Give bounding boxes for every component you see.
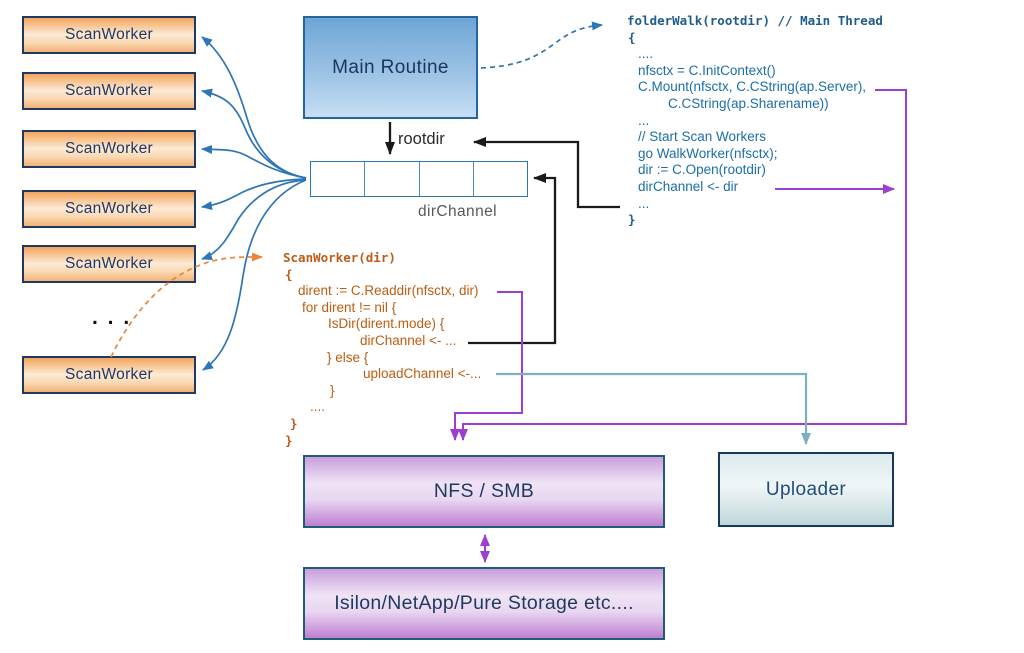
uploader-box: Uploader: [718, 452, 894, 527]
arrow-readdir-to-nfs: [450, 291, 523, 441]
arrow-cmount-to-nfs: [458, 89, 907, 441]
nfs-smb-label: NFS / SMB: [433, 480, 535, 502]
code-line: ....: [310, 399, 326, 415]
main-routine-label: Main Routine: [332, 56, 449, 78]
code-line: for dirent != nil {: [302, 299, 397, 315]
scanworker-label: ScanWorker: [65, 140, 153, 157]
code-line: ...: [638, 195, 650, 211]
dirchannel-queue: [310, 161, 528, 197]
arrow-dirchannel-to-worker4: [201, 178, 307, 210]
scanworker-box-2: ScanWorker: [22, 72, 196, 110]
arrow-dirchannel-to-worker6: [202, 179, 307, 371]
scanworker-box-3: ScanWorker: [22, 130, 196, 168]
code-line: uploadChannel <-...: [363, 366, 482, 382]
arrow-scanworker-to-dirchannel: [468, 173, 557, 345]
code-line: }: [330, 382, 335, 398]
scanworker-box-5: ScanWorker: [22, 245, 196, 283]
arrow-mainroutine-to-folderwalk: [480, 21, 603, 69]
code-line: {: [628, 29, 636, 45]
main-routine-box: Main Routine: [303, 16, 478, 119]
uploader-label: Uploader: [765, 478, 847, 500]
code-line: ....: [638, 46, 654, 62]
storage-label: Isilon/NetApp/Pure Storage etc....: [334, 592, 634, 614]
scanworker-label: ScanWorker: [65, 366, 153, 383]
dirchannel-slot: [420, 162, 474, 196]
code-line: ScanWorker(dir): [283, 250, 396, 265]
code-line: {: [285, 266, 293, 282]
code-line: dirent := C.Readdir(nfsctx, dir): [298, 283, 479, 299]
dirchannel-label: dirChannel: [418, 203, 497, 220]
code-line: dir := C.Open(rootdir): [638, 162, 766, 178]
arrow-dirchannel-to-worker3: [201, 144, 307, 179]
arrow-folderwalk-to-rootdir: [473, 137, 620, 209]
dirchannel-slot: [365, 162, 420, 196]
code-line: ...: [638, 112, 650, 128]
code-line: go WalkWorker(nfsctx);: [638, 145, 778, 161]
scanworker-box-4: ScanWorker: [22, 190, 196, 228]
arrow-uploadchannel-to-uploader: [496, 372, 811, 445]
dirchannel-slot: [311, 162, 366, 196]
code-line: C.CString(ap.Sharename)): [668, 95, 829, 111]
rootdir-label: rootdir: [398, 130, 445, 148]
storage-box: Isilon/NetApp/Pure Storage etc....: [303, 567, 665, 640]
workers-ellipsis: . . .: [92, 306, 132, 329]
code-line: dirChannel <- dir: [638, 178, 739, 194]
code-line: }: [285, 432, 293, 448]
code-line: // Start Scan Workers: [638, 129, 767, 145]
folderwalk-code-block: folderWalk(rootdir) // Main Thread { ...…: [627, 13, 883, 229]
code-line: dirChannel <- ...: [360, 332, 457, 348]
code-line: }: [628, 212, 636, 228]
scanworker-box-6: ScanWorker: [22, 356, 196, 394]
arrow-dirchannel-to-worker1: [201, 36, 307, 179]
code-line: C.Mount(nfsctx, C.CString(ap.Server),: [638, 79, 867, 95]
nfs-smb-box: NFS / SMB: [303, 455, 665, 528]
scanworker-box-1: ScanWorker: [22, 16, 196, 54]
scanworker-label: ScanWorker: [65, 200, 153, 217]
scanworker-label: ScanWorker: [65, 255, 153, 272]
code-line: IsDir(dirent.mode) {: [328, 316, 445, 332]
arrow-dirchannel-to-worker5: [201, 179, 307, 260]
arrow-worker-to-scanworker-code: [110, 252, 263, 358]
code-line: }: [290, 415, 298, 431]
code-line: } else {: [327, 349, 369, 365]
scanworker-label: ScanWorker: [65, 82, 153, 99]
scanworker-label: ScanWorker: [65, 26, 153, 43]
code-line: folderWalk(rootdir) // Main Thread: [627, 13, 883, 28]
arrow-dirchannel-to-worker2: [201, 88, 307, 179]
scanworker-code-block: ScanWorker(dir) { dirent := C.Readdir(nf…: [283, 250, 481, 449]
code-line: nfsctx = C.InitContext(): [638, 62, 776, 78]
